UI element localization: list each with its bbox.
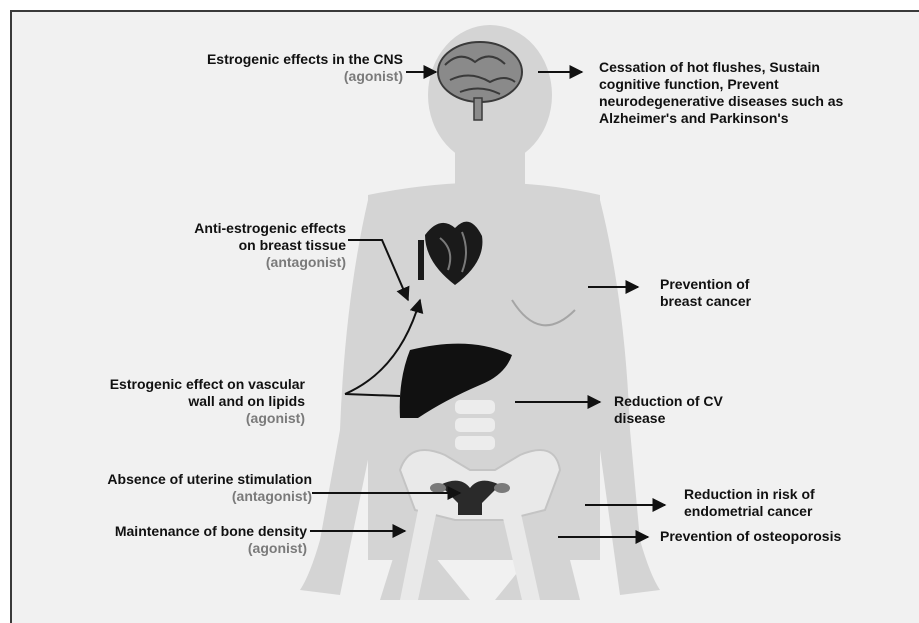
label-cns-effect: Estrogenic effects in the CNS (agonist) [207,51,403,85]
label-breast-effect-line1: Anti-estrogenic effects [194,220,346,237]
label-cns-effect-role: (agonist) [207,68,403,85]
outcome-breast-line2: breast cancer [660,293,751,310]
outcome-osteo: Prevention of osteoporosis [660,528,841,545]
outcome-cns-line1: Cessation of hot flushes, Sustain [599,59,843,76]
outcome-breast: Prevention of breast cancer [660,276,751,310]
outcome-cns-line2: cognitive function, Prevent [599,76,843,93]
outcome-breast-line1: Prevention of [660,276,751,293]
outcome-endometrial-line2: endometrial cancer [684,503,815,520]
outcome-cv-line1: Reduction of CV [614,393,723,410]
label-cns-effect-title: Estrogenic effects in the CNS [207,51,403,68]
label-uterine-effect-title: Absence of uterine stimulation [107,471,312,488]
label-breast-effect-line2: on breast tissue [194,237,346,254]
label-breast-effect: Anti-estrogenic effects on breast tissue… [194,220,346,271]
label-vascular-effect-line1: Estrogenic effect on vascular [110,376,305,393]
outcome-cv: Reduction of CV disease [614,393,723,427]
outcome-osteo-line1: Prevention of osteoporosis [660,528,841,545]
label-bone-effect: Maintenance of bone density (agonist) [115,523,307,557]
outcome-endometrial-line1: Reduction in risk of [684,486,815,503]
label-vascular-effect: Estrogenic effect on vascular wall and o… [110,376,305,427]
spine-icon [455,400,495,450]
label-bone-effect-title: Maintenance of bone density [115,523,307,540]
outcome-endometrial: Reduction in risk of endometrial cancer [684,486,815,520]
label-uterine-effect: Absence of uterine stimulation (antagoni… [107,471,312,505]
outcome-cv-line2: disease [614,410,723,427]
label-bone-effect-role: (agonist) [115,540,307,557]
label-breast-effect-role: (antagonist) [194,254,346,271]
label-uterine-effect-role: (antagonist) [107,488,312,505]
outcome-cns-line3: neurodegenerative diseases such as [599,93,843,110]
outcome-cns-line4: Alzheimer's and Parkinson's [599,110,843,127]
label-vascular-effect-line2: wall and on lipids [110,393,305,410]
outcome-cns: Cessation of hot flushes, Sustain cognit… [599,59,843,127]
label-vascular-effect-role: (agonist) [110,410,305,427]
